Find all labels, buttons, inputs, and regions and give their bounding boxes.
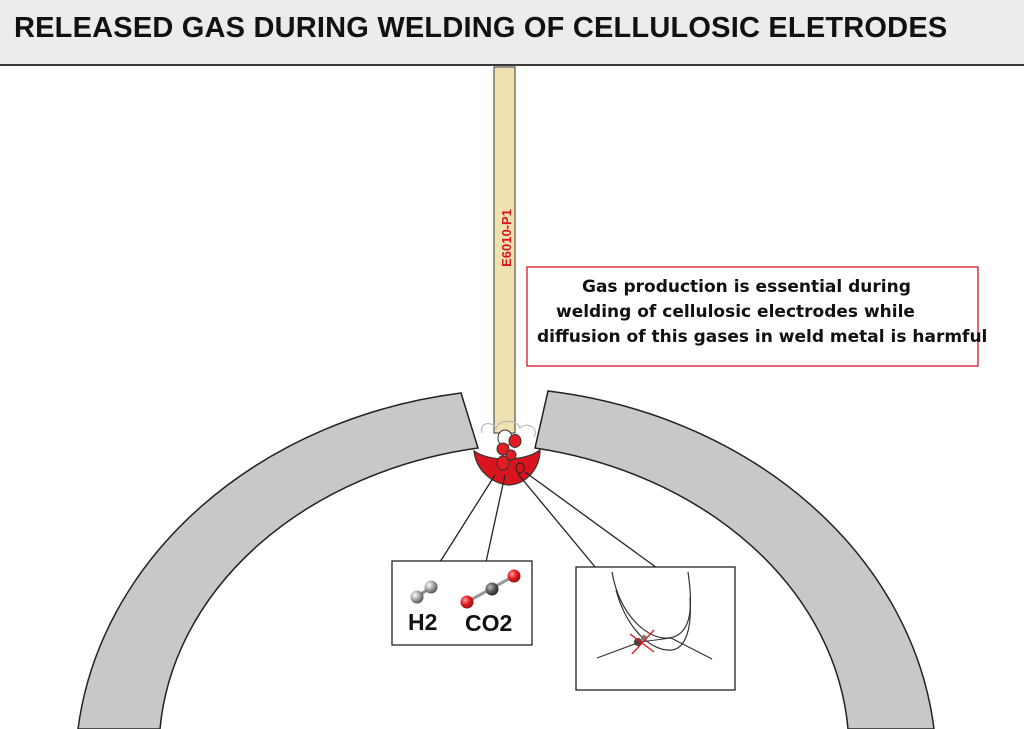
gas-bubble (508, 434, 522, 448)
gas-bubble (496, 455, 510, 471)
gas-bubble (496, 442, 510, 456)
electrode-label: E6010-P1 (499, 209, 514, 267)
note-line: Gas production is essential during (582, 277, 911, 297)
note-line: welding of cellulosic electrodes while (556, 302, 915, 322)
arc-outline (480, 420, 536, 438)
co2-label: CO2 (465, 610, 513, 636)
weld-bead-cross-section (596, 571, 713, 660)
title-bar: RELEASED GAS DURING WELDING OF CELLULOSI… (0, 0, 1024, 66)
gas-bubble (515, 462, 525, 474)
leader-line (485, 474, 506, 563)
hydrogen-molecule-icon (410, 580, 438, 604)
weld-detail-inset-box (575, 566, 736, 691)
note-line: diffusion of this gases in weld metal is… (537, 327, 988, 347)
pipe-wall-left (77, 392, 479, 729)
carbon-dioxide-molecule-icon (460, 569, 521, 609)
blocked-diffusion-icon (629, 629, 655, 655)
h2-label: H2 (408, 609, 438, 635)
leader-line (439, 474, 496, 563)
note-box (526, 266, 979, 367)
gas-bubble (505, 449, 517, 461)
page-title: RELEASED GAS DURING WELDING OF CELLULOSI… (14, 12, 948, 44)
leader-line (517, 473, 597, 569)
leader-line (524, 471, 658, 569)
